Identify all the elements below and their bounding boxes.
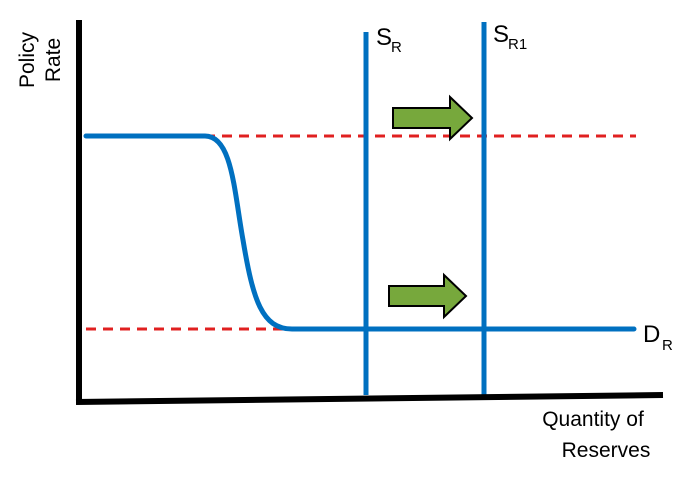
supply-original-label-sub: R [391, 39, 402, 56]
supply-shifted-label-base: S [493, 21, 509, 48]
x-axis-label-line2: Reserves [562, 439, 651, 462]
demand-curve [83, 133, 637, 332]
right-arrow-icon [388, 272, 468, 320]
right-arrow-icon [392, 94, 474, 142]
supply-shifted-label-sub: R1 [508, 36, 527, 53]
x-axis-label-line1: Quantity of [542, 408, 644, 431]
demand-label-sub: R [662, 337, 673, 354]
demand-label-base: D [643, 321, 660, 348]
y-axis-label-line1: Policy [16, 31, 39, 88]
x-axis [75, 392, 664, 405]
y-axis-label: Policy Rate [16, 31, 65, 88]
supply-original-label: S R [376, 24, 402, 56]
demand-label: D R [643, 321, 673, 354]
supply-original-label-base: S [376, 24, 392, 51]
y-axis-label-line2: Rate [42, 38, 65, 82]
supply-shifted-label: S R1 [493, 21, 527, 53]
